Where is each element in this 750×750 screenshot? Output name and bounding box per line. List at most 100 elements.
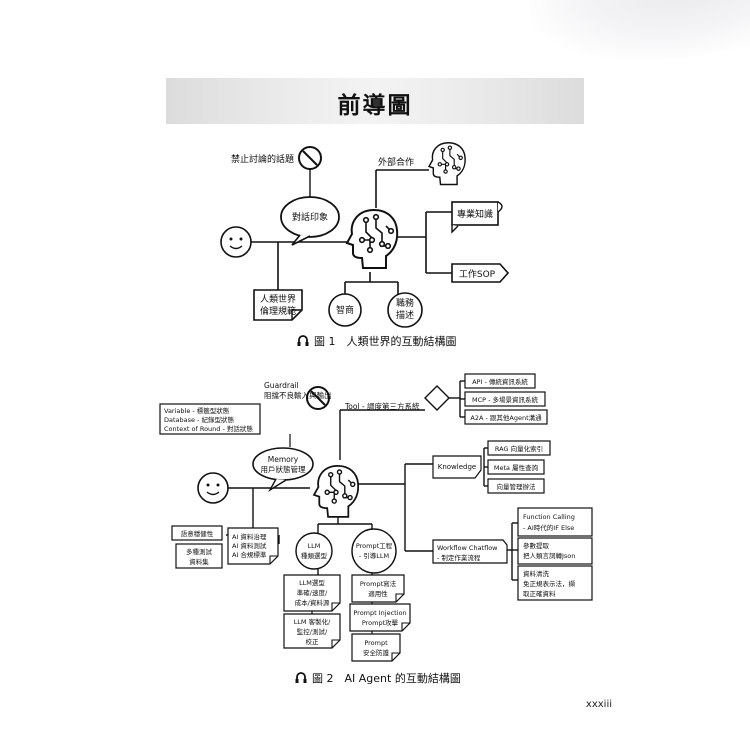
forbidden-topics-label: 禁止討論的話題 <box>231 153 294 165</box>
ai-governance-doc: AI 資料治理 AI 資料測試 AI 合規標準 <box>227 527 279 565</box>
page-title: 前導圖 <box>337 93 413 119</box>
mcp-box: MCP - 多場景資訊系統 <box>464 391 546 407</box>
figure2-caption-icon <box>294 672 308 684</box>
partner-head-icon <box>428 142 466 186</box>
prompt-label-line1: Prompt工程 <box>356 541 393 550</box>
prompt-inj-label-line2: Prompt攻擊 <box>362 618 399 627</box>
job-desc-label-line1: 職務 <box>396 297 414 309</box>
multi-test-label-line2: 資料集 <box>189 557 209 566</box>
prompt-sec-label-line1: Prompt <box>364 639 388 647</box>
memory-label-line1: Memory <box>268 455 299 464</box>
vector-management-box: 向量管理辦法 <box>487 478 545 494</box>
llm-customization-doc: LLM 客製化/ 監控/測試/ 校正 <box>283 613 341 649</box>
intent-robust-label: 語意穩健性 <box>181 529 214 538</box>
knowledge-box: Knowledge <box>432 455 482 479</box>
tool-label: Tool - 調度第三方系統 <box>344 401 420 411</box>
llm-select-label-line2: 準確/速度/ <box>297 588 328 597</box>
guardrail-label-line1: Guardrail <box>264 381 299 390</box>
vector-mgmt-label: 向量管理辦法 <box>497 482 537 491</box>
intent-robustness-box: 語意穩健性 <box>171 525 223 541</box>
figure1-caption-icon <box>296 335 310 347</box>
iq-circle: 智商 <box>328 293 362 327</box>
dialogue-impression-bubble: 對話印象 <box>280 196 340 246</box>
meta-label: Meta 屬性查詢 <box>494 463 539 472</box>
a2a-box: A2A - 跟其他Agent溝通 <box>464 409 548 425</box>
knowledge-label: Knowledge <box>438 463 476 471</box>
llm-type-circle: LLM 種類選型 <box>295 532 333 570</box>
tool-diamond <box>424 385 450 411</box>
fc-label-line1: Function Calling <box>523 513 575 521</box>
prompt-inj-label-line1: Prompt Injection <box>353 609 406 617</box>
llm-label-line2: 種類選型 <box>301 551 328 560</box>
state-label-line3: Context of Round - 對話狀態 <box>164 424 253 433</box>
llm-select-label-line3: 成本/資料源 <box>295 598 330 607</box>
title-banner: 前導圖 <box>166 78 584 124</box>
workflow-label-line2: - 制定作業流程 <box>437 553 481 562</box>
smiley-face-icon <box>220 226 252 258</box>
param-label-line1: 參數提取 <box>523 541 550 550</box>
work-sop-arrow-box: 工作SOP <box>451 263 510 283</box>
data-cleaning-box: 資料清洗 免正規表示法，擷 取正確資料 <box>517 565 593 601</box>
page-number: xxxiii <box>585 699 612 710</box>
param-label-line2: 把人類言詞轉Json <box>523 551 575 560</box>
dialogue-impression-label: 對話印象 <box>292 211 328 223</box>
figure1-connectors <box>235 169 452 295</box>
guardrail-label-line2: 阻擋不良輸入與輸出 <box>264 390 332 400</box>
memory-bubble: Memory 用戶狀態管理 <box>252 447 314 493</box>
job-description-circle: 職務 描述 <box>387 292 423 328</box>
prompt-label-line2: - 引導LLM <box>359 551 389 560</box>
expertise-label: 專業知識 <box>457 208 493 220</box>
rag-box: RAG 向量化索引 <box>487 440 551 456</box>
a2a-label: A2A - 跟其他Agent溝通 <box>470 413 542 422</box>
job-desc-label-line2: 描述 <box>396 309 414 321</box>
memory-label-line2: 用戶狀態管理 <box>261 464 306 474</box>
llm-select-label-line1: LLM選型 <box>299 578 325 587</box>
clean-label-line1: 資料清洗 <box>523 569 550 578</box>
meta-box: Meta 屬性查詢 <box>487 459 545 475</box>
function-calling-box: Function Calling - AI時代的IF Else <box>517 507 593 537</box>
clean-label-line2: 免正規表示法，擷 <box>523 579 576 588</box>
prompt-syntax-doc: Prompt寫法 適用性 <box>351 574 405 603</box>
expertise-scroll: 專業知識 <box>451 201 503 234</box>
prompt-sec-label-line2: 安全防護 <box>363 648 390 657</box>
external-cooperation-label: 外部合作 <box>378 156 414 168</box>
ban-icon <box>298 146 322 170</box>
state-label-line1: Variable - 標籤型狀態 <box>164 406 230 415</box>
ai-gov-label-line3: AI 合規標準 <box>232 550 267 559</box>
figure2-caption: 圖 2 AI Agent 的互動結構圖 <box>312 671 461 685</box>
prompt-syntax-label-line2: 適用性 <box>368 589 388 598</box>
clean-label-line3: 取正確資料 <box>523 589 556 598</box>
iq-label: 智商 <box>336 304 354 316</box>
work-sop-label: 工作SOP <box>459 268 496 280</box>
llm-custom-label-line1: LLM 客製化/ <box>294 617 331 626</box>
prompt-syntax-label-line1: Prompt寫法 <box>360 579 397 588</box>
agent-head-icon <box>313 465 360 518</box>
human-head-icon <box>346 209 399 269</box>
human-world-label-line1: 人類世界 <box>260 293 296 305</box>
prompt-security-doc: Prompt 安全防護 <box>351 633 401 662</box>
workflow-label-line1: Workflow Chatflow <box>437 544 498 552</box>
user-smiley-icon <box>197 472 229 504</box>
llm-custom-label-line2: 監控/測試/ <box>297 627 328 636</box>
state-box: Variable - 標籤型狀態 Database - 紀錄型狀態 Contex… <box>159 403 261 435</box>
fc-label-line2: - AI時代的IF Else <box>523 523 574 532</box>
llm-selection-doc: LLM選型 準確/速度/ 成本/資料源 <box>283 574 341 612</box>
figure2-connectors <box>226 380 518 581</box>
prompt-injection-doc: Prompt Injection Prompt攻擊 <box>349 603 411 632</box>
llm-label-line1: LLM <box>308 542 321 550</box>
mcp-label: MCP - 多場景資訊系統 <box>472 395 539 404</box>
state-label-line2: Database - 紀錄型狀態 <box>164 415 234 424</box>
api-box: API - 傳統資訊系統 <box>464 373 536 389</box>
ai-gov-label-line2: AI 資料測試 <box>232 541 267 550</box>
multi-test-label-line1: 多種測試 <box>186 547 213 556</box>
ai-gov-label-line1: AI 資料治理 <box>232 532 267 541</box>
human-world-ethics-doc: 人類世界 倫理規範 <box>253 289 303 321</box>
multi-test-dataset-box: 多種測試 資料集 <box>175 543 223 569</box>
prompt-engineering-circle: Prompt工程 - 引導LLM <box>351 528 397 574</box>
rag-label: RAG 向量化索引 <box>495 444 543 453</box>
human-world-label-line2: 倫理規範 <box>260 305 296 317</box>
figure1-caption: 圖 1 人類世界的互動結構圖 <box>314 334 457 348</box>
workflow-box: Workflow Chatflow - 制定作業流程 <box>432 539 508 564</box>
llm-custom-label-line3: 校正 <box>306 637 320 646</box>
